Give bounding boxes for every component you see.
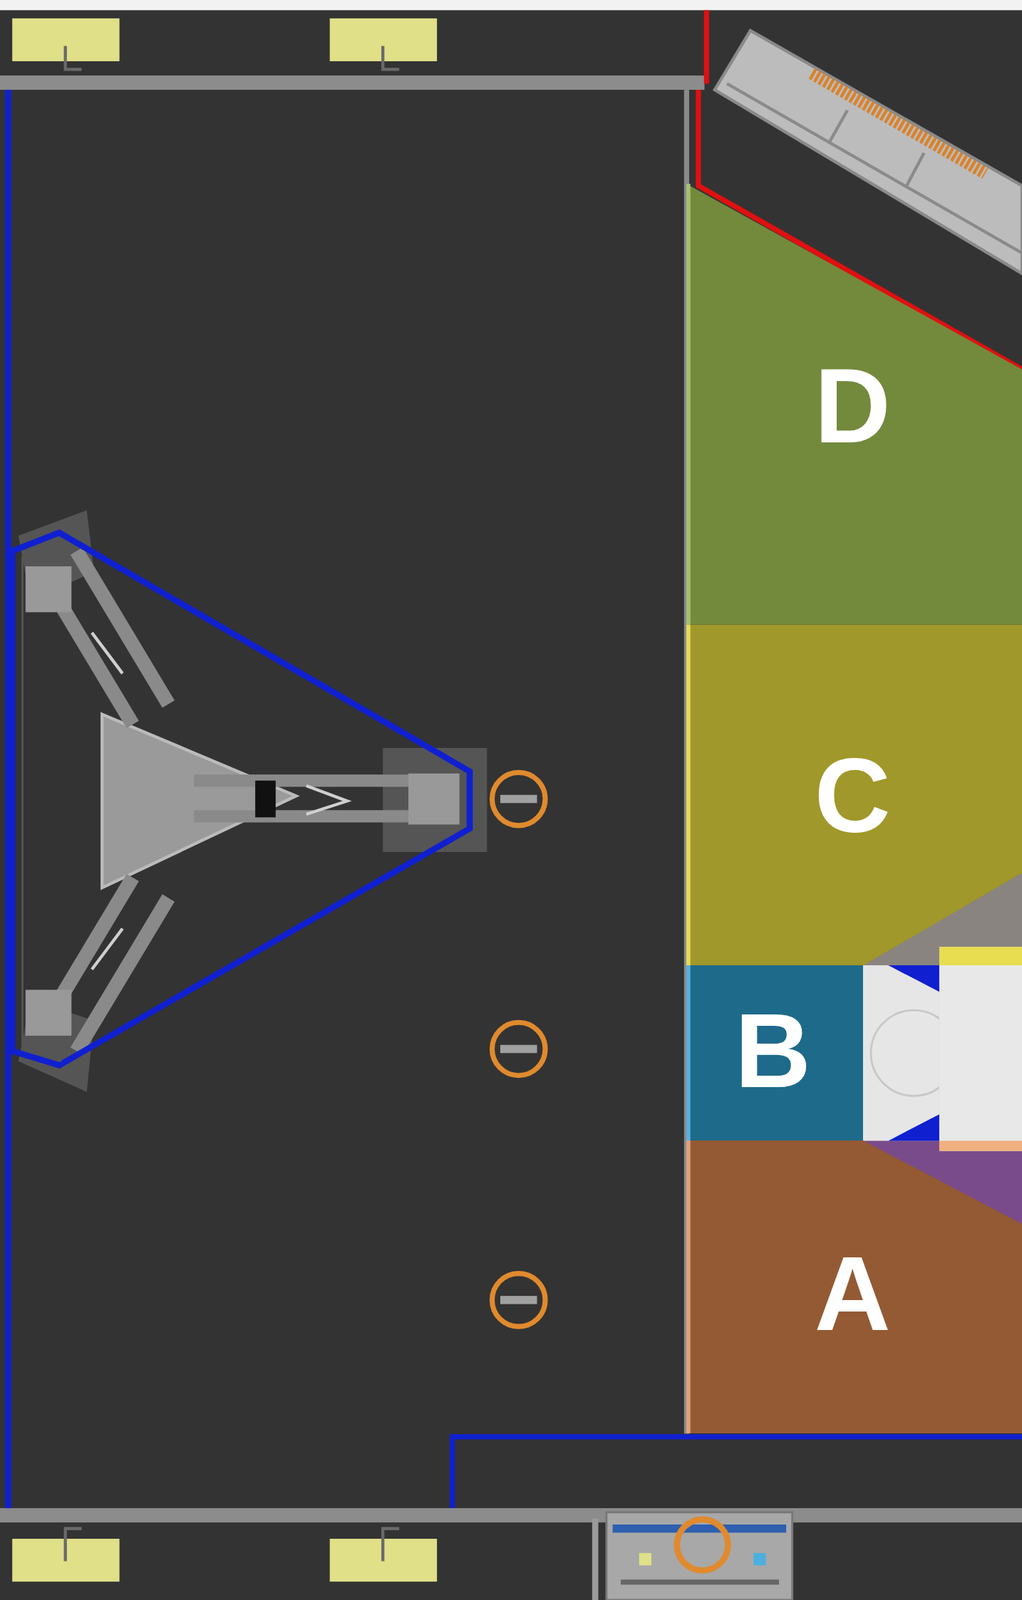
zone-letter: D	[814, 353, 891, 459]
zone-fill	[686, 625, 1022, 966]
note-ring	[491, 1022, 545, 1076]
stage-foot	[25, 989, 72, 1036]
amp-light	[639, 1553, 652, 1566]
stage-foot	[408, 773, 460, 826]
zone-letter: C	[814, 743, 891, 849]
amp-light	[753, 1553, 766, 1566]
zone-b: B	[686, 965, 864, 1142]
note-ring	[491, 772, 545, 826]
zone-fill	[686, 183, 1022, 626]
speaker-trim	[888, 1114, 940, 1142]
speaker-frame	[939, 947, 1022, 1151]
amp-trim	[612, 1525, 787, 1533]
speaker-body	[863, 965, 940, 1142]
stage-core	[101, 714, 296, 889]
amp-post	[592, 1518, 599, 1600]
amp-note	[677, 1520, 729, 1572]
amp-body	[606, 1513, 793, 1600]
zone-letter: A	[814, 1241, 891, 1347]
speaker-trim	[888, 965, 940, 993]
zone-edge	[686, 965, 691, 1142]
note-mark	[500, 795, 538, 804]
zone-a: A	[686, 1141, 1022, 1434]
stage-foot	[25, 566, 72, 613]
note-ring	[491, 1274, 545, 1328]
zone-fill	[686, 965, 864, 1142]
stage	[12, 510, 487, 1092]
pad-bracket	[65, 1529, 400, 1563]
notes	[491, 772, 545, 1328]
source-notes	[811, 73, 986, 174]
amp-zone-line	[452, 1437, 1022, 1509]
zone-c: C	[686, 625, 1022, 966]
wall-line	[684, 89, 690, 1434]
speaker-strip	[939, 947, 1022, 966]
stage-edge	[22, 556, 62, 1062]
top-margin	[0, 0, 1022, 10]
top-rail	[0, 75, 705, 90]
source-zone-line	[704, 9, 710, 84]
speaker-strip	[939, 1141, 1022, 1151]
note-mark	[500, 1296, 538, 1305]
zone-d: D	[686, 183, 1022, 626]
amp-slot	[620, 1580, 779, 1586]
stage-detail	[255, 781, 276, 819]
zone-edge	[686, 183, 691, 626]
zone-edge	[686, 625, 691, 966]
bottom-rail	[0, 1508, 1022, 1524]
pad-bracket	[65, 45, 400, 70]
zone-edge	[686, 1141, 691, 1434]
zone-fill	[686, 1141, 1022, 1434]
stage-zone-line	[12, 533, 470, 1067]
note-mark	[500, 1045, 538, 1054]
zone-letter: B	[734, 998, 812, 1104]
